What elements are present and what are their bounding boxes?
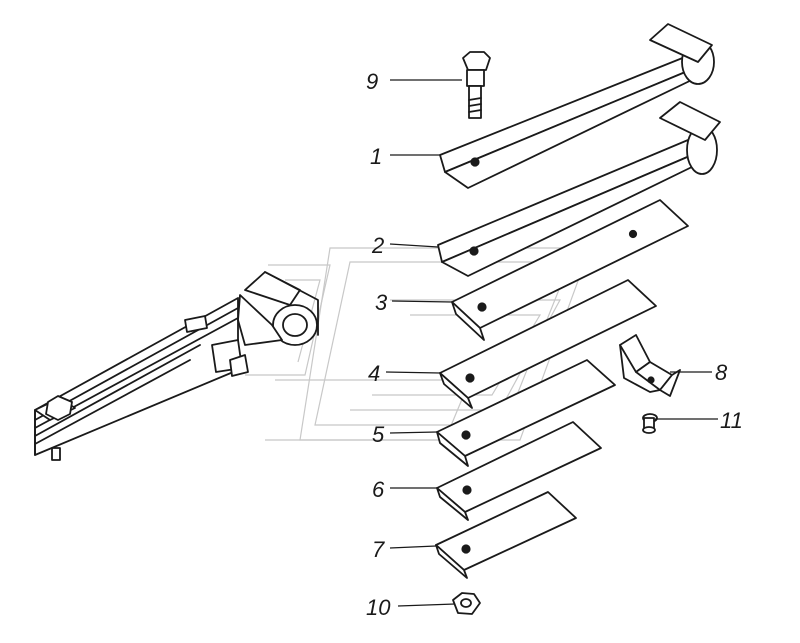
assembled-spring-pack — [34, 271, 319, 461]
callout-5: 5 — [372, 422, 385, 447]
callout-6: 6 — [372, 477, 385, 502]
callout-4: 4 — [368, 361, 380, 386]
callout-10: 10 — [366, 595, 391, 620]
nut — [452, 592, 481, 615]
leaf-5 — [436, 359, 616, 467]
second-leaf-with-eye — [437, 101, 721, 277]
leaf-4 — [439, 279, 657, 409]
callout-11: 11 — [720, 408, 743, 433]
callout-9: 9 — [366, 69, 378, 94]
leader-lines — [385, 79, 718, 607]
leaf-3 — [451, 199, 689, 341]
callout-1: 1 — [370, 144, 382, 169]
hex-bolt-head-icon — [45, 395, 73, 421]
callout-7: 7 — [372, 537, 385, 562]
clamp — [619, 334, 681, 397]
main-leaf-with-eye — [439, 23, 715, 189]
callout-2: 2 — [371, 233, 384, 258]
callout-labels: 9 1 2 3 4 5 6 7 8 10 11 — [366, 69, 743, 620]
rivet — [642, 413, 658, 434]
center-bolt — [462, 51, 491, 119]
leaf-6 — [436, 421, 602, 521]
callout-8: 8 — [715, 360, 728, 385]
callout-3: 3 — [375, 290, 388, 315]
leaf-7 — [435, 491, 577, 579]
